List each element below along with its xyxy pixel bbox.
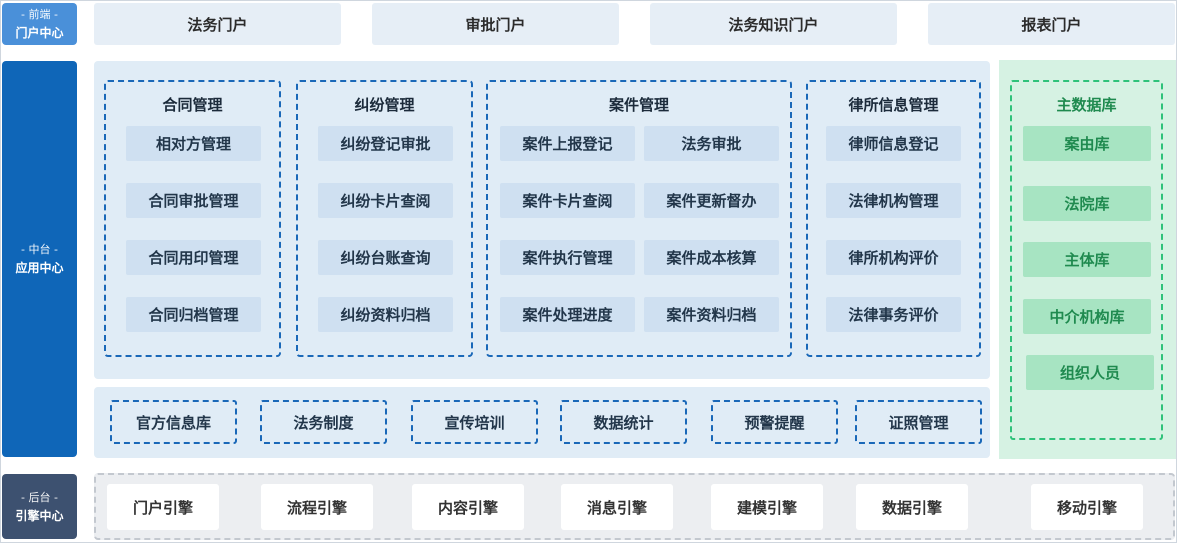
module-item: 相对方管理 (126, 126, 261, 161)
module-item: 法律事务评价 (826, 297, 961, 332)
layer-middle-label: - 中台 - 应用中心 (2, 61, 77, 457)
module-item: 法务审批 (644, 126, 779, 161)
engine-item: 消息引擎 (561, 484, 673, 530)
module-item: 律师信息登记 (826, 126, 961, 161)
module-item: 案件上报登记 (500, 126, 635, 161)
module-lawfirm (806, 80, 981, 357)
module-dispute-title: 纠纷管理 (354, 96, 415, 114)
module-item: 法律机构管理 (826, 183, 961, 218)
layer-middle-sub: - 中台 - (21, 243, 58, 256)
portal-knowledge: 法务知识门户 (650, 3, 897, 45)
engine-item: 移动引擎 (1031, 484, 1143, 530)
engine-item: 流程引擎 (261, 484, 373, 530)
module-item: 纠纷台账查询 (318, 240, 453, 275)
layer-back-name: 引擎中心 (15, 508, 64, 523)
layer-front-sub: - 前端 - (21, 8, 58, 21)
master-data-item: 法院库 (1023, 186, 1151, 221)
module-dispute (296, 80, 473, 357)
module-contract (104, 80, 281, 357)
tool-item: 数据统计 (560, 400, 687, 444)
engine-item: 建模引擎 (711, 484, 823, 530)
layer-back-label: - 后台 - 引擎中心 (2, 474, 77, 539)
module-item: 案件更新督办 (644, 183, 779, 218)
layer-front-label: - 前端 - 门户中心 (2, 3, 77, 45)
tool-item: 官方信息库 (110, 400, 237, 444)
module-item: 案件成本核算 (644, 240, 779, 275)
tool-item: 宣传培训 (411, 400, 538, 444)
master-data-item: 主体库 (1023, 242, 1151, 277)
tool-item: 预警提醒 (711, 400, 838, 444)
master-data-item: 组织人员 (1026, 355, 1154, 390)
master-data-item: 中介机构库 (1023, 299, 1151, 334)
tools-panel (94, 387, 990, 458)
module-contract-title: 合同管理 (162, 96, 223, 114)
module-item: 律所机构评价 (826, 240, 961, 275)
master-data-box (1010, 80, 1163, 440)
engine-item: 内容引擎 (412, 484, 524, 530)
master-data-title: 主数据库 (1056, 96, 1117, 114)
portal-report: 报表门户 (928, 3, 1175, 45)
master-data-item: 案由库 (1023, 126, 1151, 161)
module-lawfirm-title: 律所信息管理 (848, 96, 939, 114)
module-item: 案件执行管理 (500, 240, 635, 275)
tool-item: 证照管理 (855, 400, 982, 444)
module-case (486, 80, 792, 357)
engine-item: 门户引擎 (107, 484, 219, 530)
layer-back-sub: - 后台 - (21, 490, 58, 504)
module-item: 案件资料归档 (644, 297, 779, 332)
module-item: 合同用印管理 (126, 240, 261, 275)
tool-item: 法务制度 (260, 400, 387, 444)
module-item: 合同归档管理 (126, 297, 261, 332)
module-item: 案件处理进度 (500, 297, 635, 332)
module-item: 纠纷登记审批 (318, 126, 453, 161)
module-item: 合同审批管理 (126, 183, 261, 218)
engine-item: 数据引擎 (856, 484, 968, 530)
module-item: 案件卡片查阅 (500, 183, 635, 218)
layer-front-name: 门户中心 (15, 26, 64, 40)
module-item: 纠纷卡片查阅 (318, 183, 453, 218)
portal-legal: 法务门户 (94, 3, 341, 45)
module-case-title: 案件管理 (608, 96, 669, 114)
portal-approval: 审批门户 (372, 3, 619, 45)
layer-middle-name: 应用中心 (15, 261, 64, 275)
module-item: 纠纷资料归档 (318, 297, 453, 332)
